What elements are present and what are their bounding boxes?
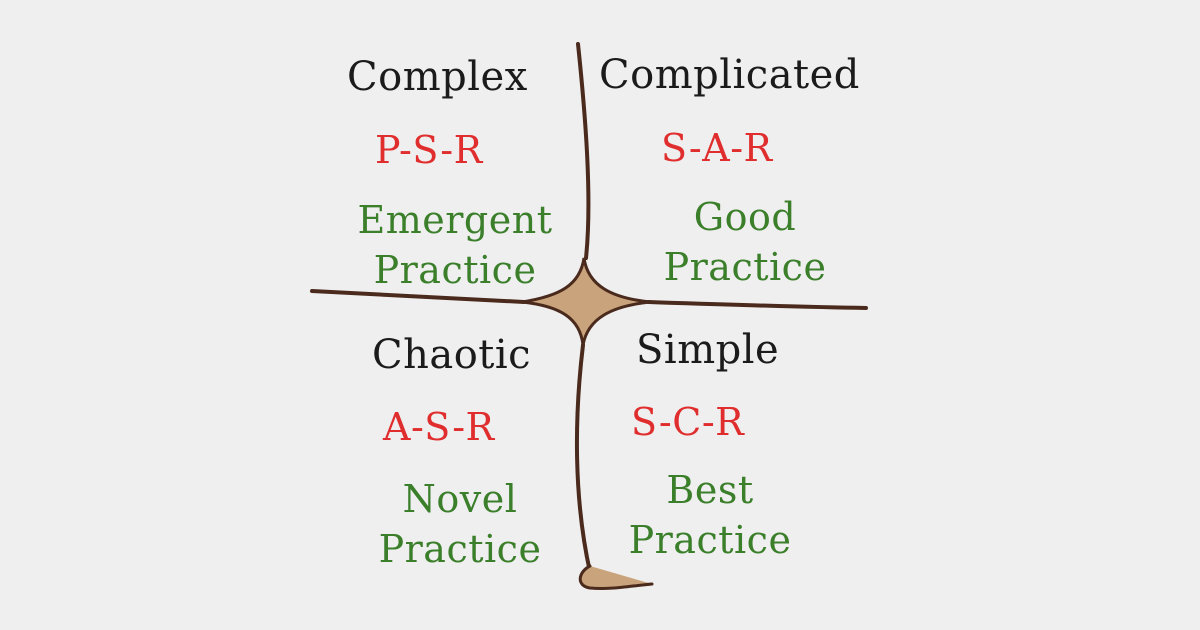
complex-domain-title: Complex — [347, 54, 528, 100]
simple-response-model: S-C-R — [631, 400, 745, 444]
chaotic-response-model: A-S-R — [383, 405, 495, 449]
complicated-domain-title: Complicated — [599, 52, 860, 98]
complicated-response-model: S-A-R — [661, 126, 773, 170]
simple-domain-title: Simple — [636, 327, 780, 373]
simple-practice-label: Best Practice — [628, 468, 792, 562]
complex-practice-label: Emergent Practice — [357, 198, 553, 292]
complicated-practice-label: Good Practice — [663, 195, 827, 289]
vertical-upper-line — [576, 42, 591, 260]
vertical-lower-line — [574, 343, 592, 574]
complex-response-model: P-S-R — [375, 128, 483, 172]
cliff-foot-shape — [578, 564, 654, 590]
horizontal-right-line — [646, 300, 868, 310]
chaotic-practice-label: Novel Practice — [378, 477, 542, 571]
chaotic-domain-title: Chaotic — [372, 332, 532, 378]
horizontal-left-line — [310, 289, 526, 304]
